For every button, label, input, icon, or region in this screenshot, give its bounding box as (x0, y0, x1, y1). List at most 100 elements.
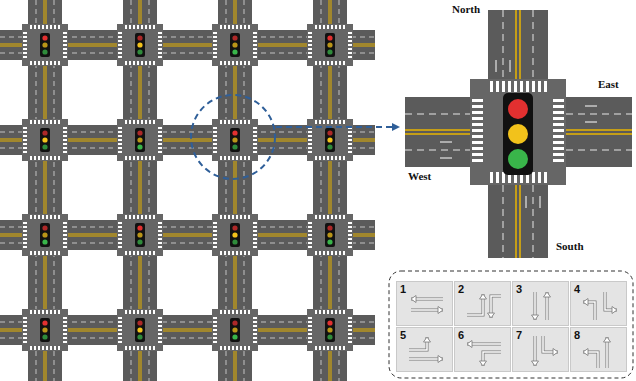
signal-lamp (137, 35, 142, 40)
intersection (117, 214, 163, 256)
crosswalk (232, 310, 234, 314)
crosswalk (232, 120, 234, 124)
centre-line (405, 129, 470, 131)
crosswalk (472, 117, 483, 120)
crosswalk (137, 310, 139, 314)
crosswalk (232, 25, 234, 29)
crosswalk (253, 234, 257, 236)
crosswalk (253, 147, 257, 149)
crosswalk (323, 61, 325, 65)
crosswalk (149, 25, 151, 29)
crosswalk (34, 346, 36, 350)
signal-lamp (232, 137, 237, 142)
traffic-light (40, 223, 50, 247)
crosswalk (23, 135, 27, 137)
crosswalk (118, 337, 122, 339)
crosswalk (253, 44, 257, 46)
crosswalk (248, 310, 250, 314)
signal-lamp (137, 320, 142, 325)
crosswalk (63, 238, 67, 240)
crosswalk (253, 48, 257, 50)
crosswalk (133, 25, 135, 29)
crosswalk (228, 156, 230, 160)
crosswalk (42, 120, 44, 124)
crosswalk (50, 61, 52, 65)
crosswalk (23, 222, 27, 224)
crosswalk (308, 139, 312, 141)
phase-cell: 1 (396, 281, 453, 326)
crosswalk (331, 215, 333, 219)
crosswalk (133, 120, 135, 124)
centre-line (519, 10, 521, 79)
signal-lamp (232, 320, 237, 325)
crosswalk (129, 156, 131, 160)
crosswalk (63, 147, 67, 149)
crosswalk (253, 36, 257, 38)
signal-lamp (42, 42, 47, 47)
crosswalk (158, 234, 162, 236)
crosswalk (244, 61, 246, 65)
crosswalk (141, 61, 143, 65)
crosswalk (158, 56, 162, 58)
crosswalk (42, 25, 44, 29)
crosswalk (532, 172, 535, 183)
crosswalk (331, 120, 333, 124)
crosswalk (141, 346, 143, 350)
crosswalk (23, 127, 27, 129)
crosswalk (118, 36, 122, 38)
crosswalk (158, 139, 162, 141)
crosswalk (149, 251, 151, 255)
crosswalk (323, 310, 325, 314)
phase-arrow-outline (409, 337, 427, 350)
crosswalk (118, 317, 122, 319)
phase-arrowhead (532, 315, 539, 320)
signal-lamp (327, 144, 332, 149)
centre-line (515, 10, 517, 79)
crosswalk (248, 25, 250, 29)
crosswalk (63, 131, 67, 133)
traffic-light (40, 318, 50, 342)
signal-lamp (327, 320, 332, 325)
crosswalk (323, 215, 325, 219)
crosswalk (348, 222, 352, 224)
crosswalk (149, 120, 151, 124)
crosswalk (63, 32, 67, 34)
crosswalk (141, 251, 143, 255)
crosswalk (327, 120, 329, 124)
crosswalk (348, 32, 352, 34)
centre-line (405, 133, 470, 135)
signal-lamp (327, 42, 332, 47)
crosswalk (224, 346, 226, 350)
phase-arrow (543, 336, 558, 352)
signal-lamp (232, 35, 237, 40)
crosswalk (125, 120, 127, 124)
phase-arrow-outline (605, 292, 617, 310)
crosswalk (63, 139, 67, 141)
crosswalk (308, 222, 312, 224)
crosswalk (158, 222, 162, 224)
crosswalk (38, 156, 40, 160)
crosswalk (308, 337, 312, 339)
crosswalk (23, 48, 27, 50)
crosswalk (335, 61, 337, 65)
crosswalk (220, 346, 222, 350)
crosswalk (63, 337, 67, 339)
crosswalk (58, 251, 60, 255)
crosswalk (248, 120, 250, 124)
crosswalk (213, 230, 217, 232)
crosswalk (158, 44, 162, 46)
signal-lamp (42, 327, 47, 332)
crosswalk (118, 32, 122, 34)
crosswalk (240, 310, 242, 314)
crosswalk (472, 153, 483, 156)
crosswalk (63, 52, 67, 54)
crosswalk (343, 251, 345, 255)
phase-cell: 2 (454, 281, 511, 326)
crosswalk (137, 156, 139, 160)
crosswalk (23, 44, 27, 46)
crosswalk (54, 61, 56, 65)
crosswalk (472, 111, 483, 114)
signal-lamp (137, 239, 142, 244)
phase-number: 5 (400, 329, 406, 341)
crosswalk (38, 346, 40, 350)
